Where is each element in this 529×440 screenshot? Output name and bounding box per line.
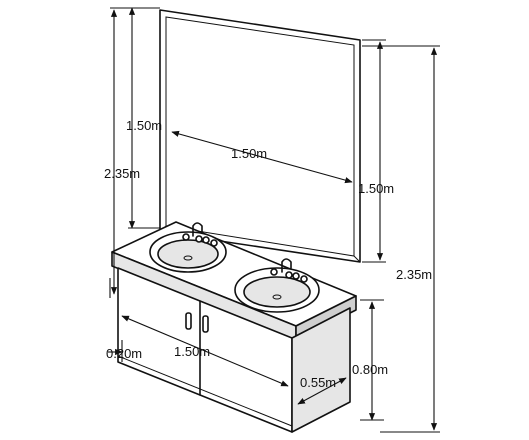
left-faucet-icon — [182, 222, 218, 247]
label-mirror-height-right: 1.50m — [358, 181, 394, 196]
mirror — [159, 9, 361, 263]
label-total-height-right: 2.35m — [396, 267, 432, 282]
label-mirror-width: 1.50m — [231, 146, 267, 161]
dimension-cabinet-height — [360, 299, 384, 421]
left-door-handle — [185, 312, 192, 330]
label-cabinet-depth: 0.55m — [300, 375, 336, 390]
label-mirror-height-left: 1.50m — [126, 118, 162, 133]
dimension-toe-offset — [108, 340, 123, 362]
dimension-mirror-width — [171, 130, 353, 184]
label-total-height-left: 2.35m — [104, 166, 140, 181]
label-cabinet-height: 0.80m — [352, 362, 388, 377]
dimension-cabinet-width — [121, 315, 289, 387]
label-toe-offset: 0.20m — [106, 346, 142, 361]
right-faucet-icon — [270, 258, 308, 283]
dimension-cabinet-depth — [297, 377, 347, 405]
dimension-mirror-height-left — [128, 7, 160, 229]
dimension-mirror-height-right — [362, 39, 386, 263]
left-sink — [149, 231, 227, 273]
label-cabinet-width: 1.50m — [174, 344, 210, 359]
right-door-handle — [202, 315, 209, 333]
dimension-total-height-right — [362, 45, 440, 433]
right-sink — [234, 267, 320, 313]
